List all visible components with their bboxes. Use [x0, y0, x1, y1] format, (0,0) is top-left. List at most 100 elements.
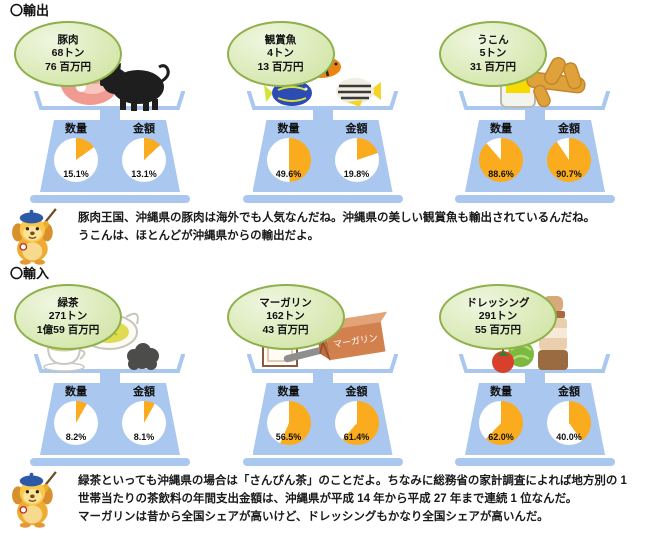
scale-neck — [525, 372, 545, 383]
import-comment-text: 緑茶といっても沖縄県の場合は「さんぴん茶」のことだよ。ちなみに総務省の家計調査に… — [70, 470, 635, 526]
tea-leaves-icon — [127, 343, 159, 370]
comment-line: 豚肉王国、沖縄県の豚肉は海外でも人気なんだね。沖縄県の美しい観賞魚も輸出されてい… — [78, 212, 596, 224]
amount-label: 金額 — [345, 386, 368, 398]
amount-pie-chart: 61.4% — [334, 401, 379, 445]
export-comment-row: 豚肉王国、沖縄県の豚肉は海外でも人気なんだね。沖縄県の美しい観賞魚も輸出されてい… — [0, 205, 645, 265]
item-quantity: 5トン — [479, 47, 507, 60]
scale-base — [242, 195, 403, 203]
export-panels-row: 豚肉 68トン 76 百万円 — [0, 19, 645, 205]
scale-base — [30, 458, 190, 466]
item-bubble: マーガリン 162トン 43 百万円 — [226, 284, 345, 350]
quantity-label: 数量 — [490, 386, 512, 398]
item-bubble: 豚肉 68トン 76 百万円 — [14, 21, 122, 87]
amount-group: 金額 90.7% — [542, 123, 596, 192]
quantity-group: 数量 8.2% — [49, 386, 103, 455]
quantity-group: 数量 49.6% — [262, 123, 316, 192]
amount-label: 金額 — [133, 386, 155, 398]
quantity-pie-chart: 49.6% — [266, 138, 311, 182]
mascot-box — [8, 470, 70, 533]
quantity-share-value: 49.6% — [275, 169, 302, 179]
scale-pan — [246, 91, 398, 110]
import-panels-row: 緑茶 271トン 1億59 百万円 — [0, 282, 645, 468]
quantity-share-value: 8.2% — [65, 432, 87, 442]
export-section-header: 〇輸出 — [10, 3, 50, 18]
scale-neck — [312, 109, 333, 120]
item-bubble: 観賞魚 4トン 13 百万円 — [226, 21, 335, 87]
import-panel-dressing: ドレッシング 291トン 55 百万円 — [429, 282, 641, 468]
pointer-stick-icon — [44, 208, 57, 224]
scale-base — [242, 458, 403, 466]
quantity-pie-chart: 15.1% — [54, 138, 98, 182]
scale-body: 数量 49.6% 金額 19.8% — [252, 120, 393, 192]
amount-group: 金額 61.4% — [330, 386, 384, 455]
scale-base — [30, 195, 190, 203]
amount-label: 金額 — [558, 386, 580, 398]
pointer-stick-icon — [44, 471, 57, 487]
scale-neck — [100, 109, 120, 120]
comment-line: 緑茶といっても沖縄県の場合は「さんぴん茶」のことだよ。ちなみに総務省の家計調査に… — [78, 475, 627, 505]
scale-base — [455, 458, 615, 466]
striped-fish-icon — [335, 78, 381, 107]
item-name: うこん — [477, 33, 509, 46]
quantity-pie-chart: 88.6% — [479, 138, 523, 182]
amount-pie-chart: 19.8% — [334, 138, 379, 182]
comment-line: うこんは、ほとんどが沖縄県からの輸出だよ。 — [78, 229, 320, 242]
scale-neck — [312, 372, 333, 383]
item-quantity: 4トン — [267, 47, 294, 60]
quantity-share-value: 62.0% — [488, 432, 514, 442]
item-amount: 31 百万円 — [469, 60, 517, 73]
item-name: 豚肉 — [57, 33, 79, 46]
scale-body: 数量 88.6% 金額 90.7% — [465, 120, 605, 192]
export-panel-turmeric: うこん 5トン 31 百万円 数量 88. — [429, 19, 641, 205]
quantity-pie-chart: 62.0% — [479, 401, 523, 445]
comment-line: マーガリンは昔から全国シェアが高いけど、ドレッシングもかなり全国シェアが高いんだ… — [78, 510, 549, 523]
scale-neck — [100, 372, 120, 383]
amount-group: 金額 8.1% — [117, 386, 171, 455]
customs-mascot-icon — [12, 208, 57, 265]
item-bubble: ドレッシング 291トン 55 百万円 — [439, 284, 557, 350]
quantity-group: 数量 15.1% — [49, 123, 103, 192]
item-name: 観賞魚 — [264, 33, 297, 46]
amount-pie-chart: 13.1% — [122, 138, 166, 182]
amount-share-value: 13.1% — [131, 169, 157, 179]
quantity-label: 数量 — [65, 386, 87, 398]
item-amount: 1億59 百万円 — [36, 323, 100, 336]
quantity-group: 数量 56.5% — [262, 386, 316, 455]
quantity-label: 数量 — [277, 123, 300, 135]
quantity-share-value: 56.5% — [275, 432, 302, 442]
item-quantity: 271トン — [48, 310, 88, 323]
export-comment-text: 豚肉王国、沖縄県の豚肉は海外でも人気なんだね。沖縄県の美しい観賞魚も輸出されてい… — [70, 207, 595, 246]
scale-pan — [459, 354, 610, 373]
quantity-pie-chart: 56.5% — [266, 401, 311, 445]
scale-body: 数量 15.1% 金額 13.1% — [40, 120, 180, 192]
amount-share-value: 8.1% — [133, 432, 155, 442]
quantity-share-value: 88.6% — [488, 169, 514, 179]
scale-body: 数量 62.0% 金額 40.0% — [465, 383, 605, 455]
customs-mascot-icon — [12, 471, 57, 528]
item-quantity: 162トン — [266, 310, 305, 323]
item-name: マーガリン — [259, 296, 312, 309]
export-panel-pork: 豚肉 68トン 76 百万円 — [4, 19, 216, 205]
amount-group: 金額 13.1% — [117, 123, 171, 192]
scale-pan — [246, 354, 398, 373]
scale-pan — [459, 91, 610, 110]
item-quantity: 291トン — [478, 310, 518, 323]
amount-group: 金額 19.8% — [330, 123, 384, 192]
item-amount: 13 百万円 — [257, 60, 304, 73]
quantity-pie-chart: 8.2% — [54, 401, 98, 445]
item-bubble: うこん 5トン 31 百万円 — [439, 21, 547, 87]
amount-label: 金額 — [558, 123, 580, 135]
amount-share-value: 19.8% — [343, 169, 370, 179]
item-amount: 76 百万円 — [44, 60, 92, 73]
scale-body: 数量 56.5% 金額 61.4% — [252, 383, 393, 455]
export-panel-ornamental-fish: 観賞魚 4トン 13 百万円 — [217, 19, 429, 205]
scale-body: 数量 8.2% 金額 8.1% — [40, 383, 180, 455]
amount-group: 金額 40.0% — [542, 386, 596, 455]
scale-neck — [525, 109, 545, 120]
item-bubble: 緑茶 271トン 1億59 百万円 — [14, 284, 122, 350]
quantity-share-value: 15.1% — [63, 169, 89, 179]
item-amount: 55 百万円 — [474, 323, 522, 336]
scale-base — [455, 195, 615, 203]
import-panel-green-tea: 緑茶 271トン 1億59 百万円 — [4, 282, 216, 468]
item-name: ドレッシング — [466, 296, 530, 309]
